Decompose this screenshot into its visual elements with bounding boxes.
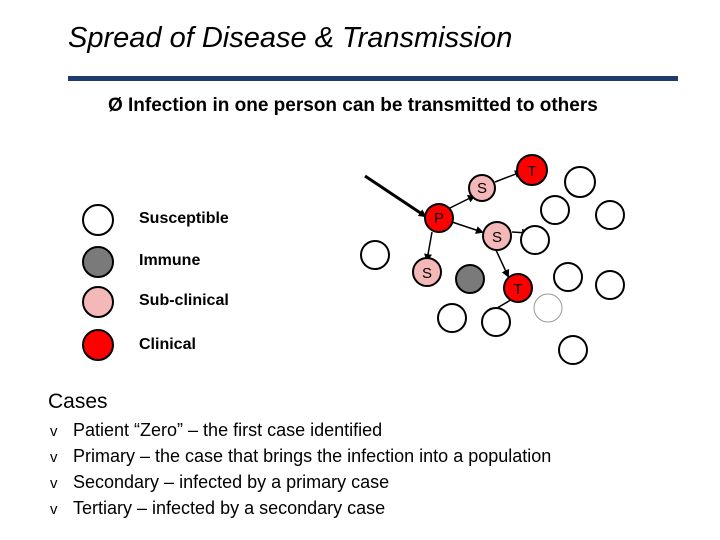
diamond-bullet-icon: v [50, 475, 58, 492]
node-patient-zero-label: P [434, 210, 444, 227]
legend-label-subclinical: Sub-clinical [139, 292, 229, 309]
node-secondary-top-label: S [477, 180, 487, 197]
legend-label-susceptible: Susceptible [139, 210, 229, 227]
node-susceptible-3 [540, 195, 570, 225]
node-secondary-top [468, 174, 496, 202]
legend-label-immune: Immune [139, 252, 201, 269]
node-secondary-right [482, 221, 512, 251]
case-text: Patient “Zero” – the first case identifi… [73, 420, 383, 440]
arrow-s-to-t-bottom [495, 249, 510, 278]
node-secondary-left [412, 257, 442, 287]
arrow-bullet-icon: Ø [108, 95, 123, 116]
case-item-tertiary: v Tertiary – infected by a secondary case [50, 496, 551, 522]
case-item-primary: v Primary – the case that brings the infe… [50, 444, 551, 470]
diamond-bullet-icon: v [50, 423, 58, 440]
diamond-bullet-icon: v [50, 449, 58, 466]
node-susceptible-10 [558, 335, 588, 365]
legend-susceptible-circle [82, 204, 114, 236]
legend-label-clinical: Clinical [139, 336, 196, 353]
case-item-patient-zero: v Patient “Zero” – the first case identif… [50, 418, 551, 444]
case-text: Secondary – infected by a primary case [73, 472, 390, 492]
arrow-p-to-s-right [451, 221, 484, 234]
node-susceptible-4 [595, 200, 625, 230]
node-susceptible-6 [553, 262, 583, 292]
node-susceptible-8 [437, 303, 467, 333]
case-text: Tertiary – infected by a secondary case [73, 498, 386, 518]
node-susceptible-7 [595, 270, 625, 300]
case-item-secondary: v Secondary – infected by a primary case [50, 470, 551, 496]
node-susceptible-faint [533, 293, 563, 323]
subtitle-text: Infection in one person can be transmitt… [128, 95, 598, 116]
legend-clinical-circle [82, 329, 114, 361]
node-tertiary-bottom-label: T [513, 281, 522, 298]
cases-heading: Cases [48, 390, 108, 413]
node-immune [455, 264, 485, 294]
title-underline [68, 76, 678, 81]
arrow-p-to-s-left [424, 231, 433, 262]
node-secondary-right-label: S [492, 229, 502, 246]
node-susceptible-5 [520, 225, 550, 255]
node-tertiary-top-label: T [527, 163, 536, 180]
legend-subclinical-circle [82, 286, 114, 318]
node-tertiary-bottom [503, 273, 533, 303]
node-susceptible-1 [360, 240, 390, 270]
slide-title: Spread of Disease & Transmission [68, 22, 513, 54]
node-tertiary-top [516, 154, 548, 186]
legend-immune-circle [82, 246, 114, 278]
diamond-bullet-icon: v [50, 501, 58, 518]
case-text: Primary – the case that brings the infec… [73, 446, 552, 466]
arrow-p-to-s-top [445, 195, 476, 211]
node-patient-zero [424, 203, 454, 233]
cases-list: v Patient “Zero” – the first case identif… [50, 418, 551, 522]
node-susceptible-2 [564, 166, 596, 198]
arrow-into-patient-zero [364, 174, 427, 218]
node-secondary-left-label: S [422, 265, 432, 282]
node-susceptible-9 [481, 307, 511, 337]
